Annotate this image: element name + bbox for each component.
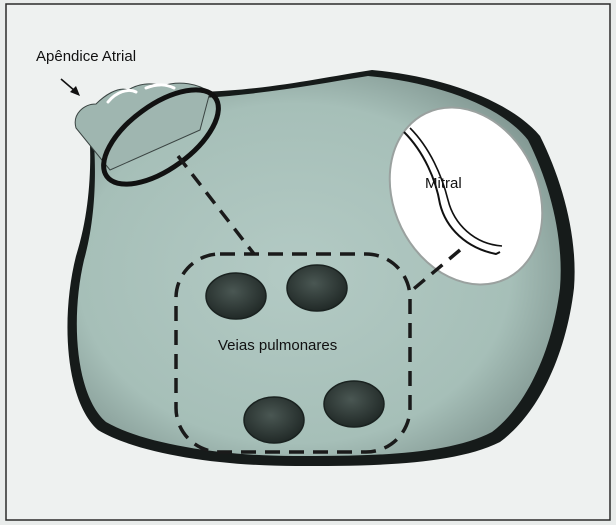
atrial-appendage-label: Apêndice Atrial	[36, 48, 136, 65]
pulmonary-veins-label: Veias pulmonares	[218, 337, 337, 354]
vein-ostium-lower-left	[244, 397, 304, 443]
vein-ostium-upper-left	[206, 273, 266, 319]
vein-ostium-upper-right	[287, 265, 347, 311]
vein-ostium-lower-right	[324, 381, 384, 427]
mitral-label: Mitral	[425, 175, 462, 192]
